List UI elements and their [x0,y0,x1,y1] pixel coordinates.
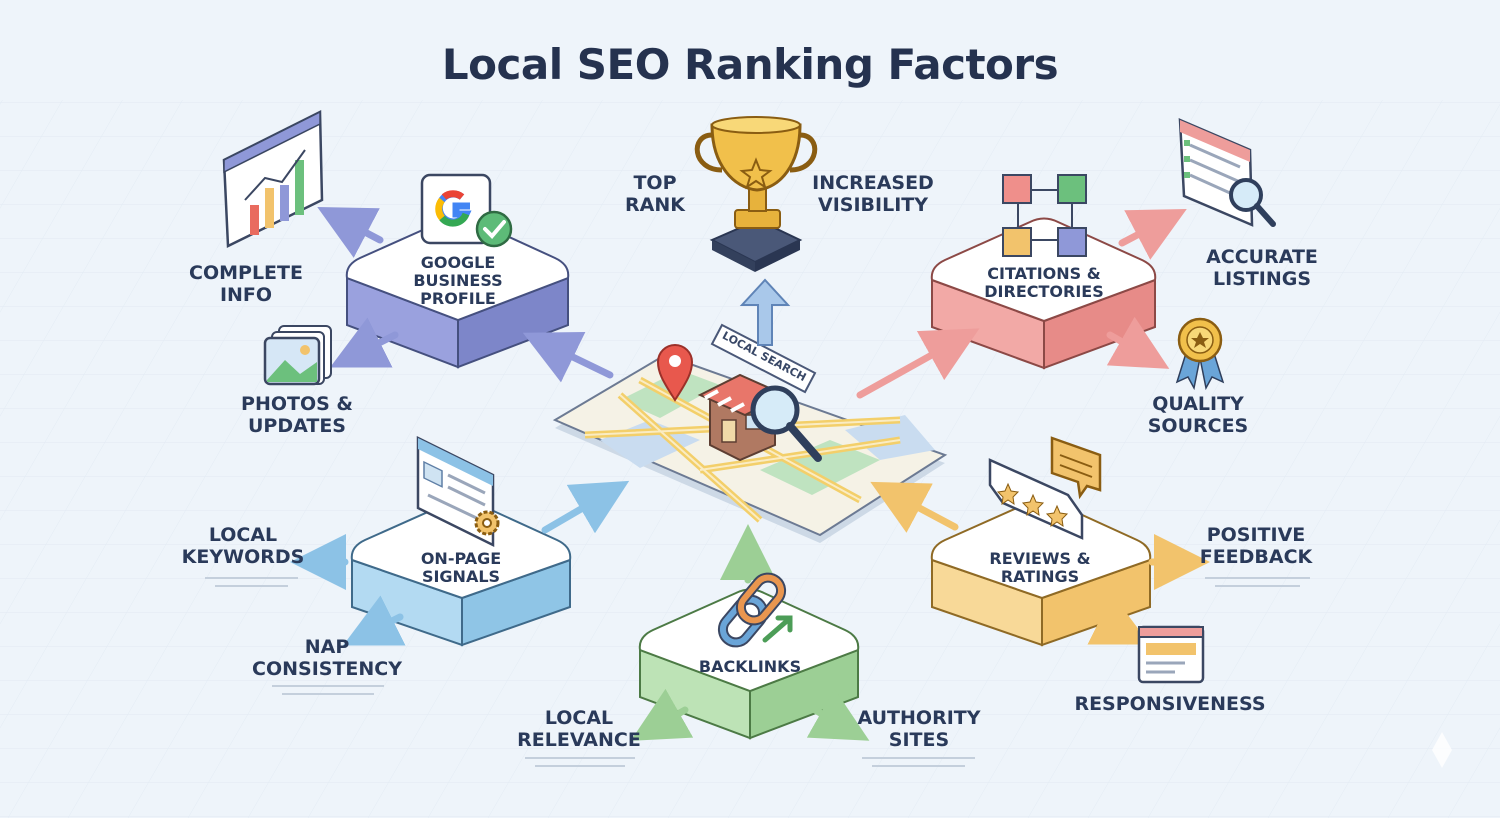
arrow-reviews-responsiveness [1087,594,1151,645]
chain-link-icon [717,572,793,648]
trophy-icon [694,116,818,272]
arrow-map-to-gbp [522,331,614,383]
label-photos-updates: PHOTOS &UPDATES [241,393,353,437]
arrow-onpage-nap [342,595,406,646]
check-badge-icon [475,210,513,248]
node-citations-label: CITATIONS &DIRECTORIES [984,264,1104,301]
node-backlinks-label: BACKLINKS [698,657,802,676]
local-search-tag [710,323,817,394]
up-arrow [739,278,791,346]
sparkle-icon [1432,732,1452,768]
webpage-icon [1137,625,1205,684]
label-responsiveness: RESPONSIVENESS [1074,693,1266,715]
arrow-onpage-to-map [541,480,630,534]
node-reviews-label: REVIEWS &RATINGS [989,549,1091,586]
arrow-gbp-complete-info [317,206,384,258]
platform-onpage [350,498,572,647]
platform-citations [930,217,1157,370]
browser-gear-icon [416,435,500,548]
network-cubes-icon [1002,174,1087,257]
page-title: Local SEO Ranking Factors [441,40,1059,89]
review-stars-icon [988,458,1084,540]
arrow-map-to-citations [856,328,980,399]
arrow-citations-sources [1106,316,1170,369]
award-ribbon-icon [1175,317,1225,391]
location-pin-icon [656,344,694,402]
arrow-backlinks-authority [806,688,870,741]
photo-stack-icon [263,325,332,386]
platform-gbp [345,215,570,369]
arrow-citations-listings [1118,208,1187,260]
chat-bubble-icon [1050,436,1102,500]
flow-arrows [290,206,1210,741]
arrow-gbp-photos [329,317,399,368]
google-g-icon [420,173,492,245]
label-underlines [205,577,1310,767]
arrow-backlinks-relevance [630,688,694,741]
bar-chart-icon [222,110,324,248]
arrow-reviews-to-map [870,481,959,533]
listing-search-icon [1178,118,1276,227]
magnifier-icon [750,385,822,462]
